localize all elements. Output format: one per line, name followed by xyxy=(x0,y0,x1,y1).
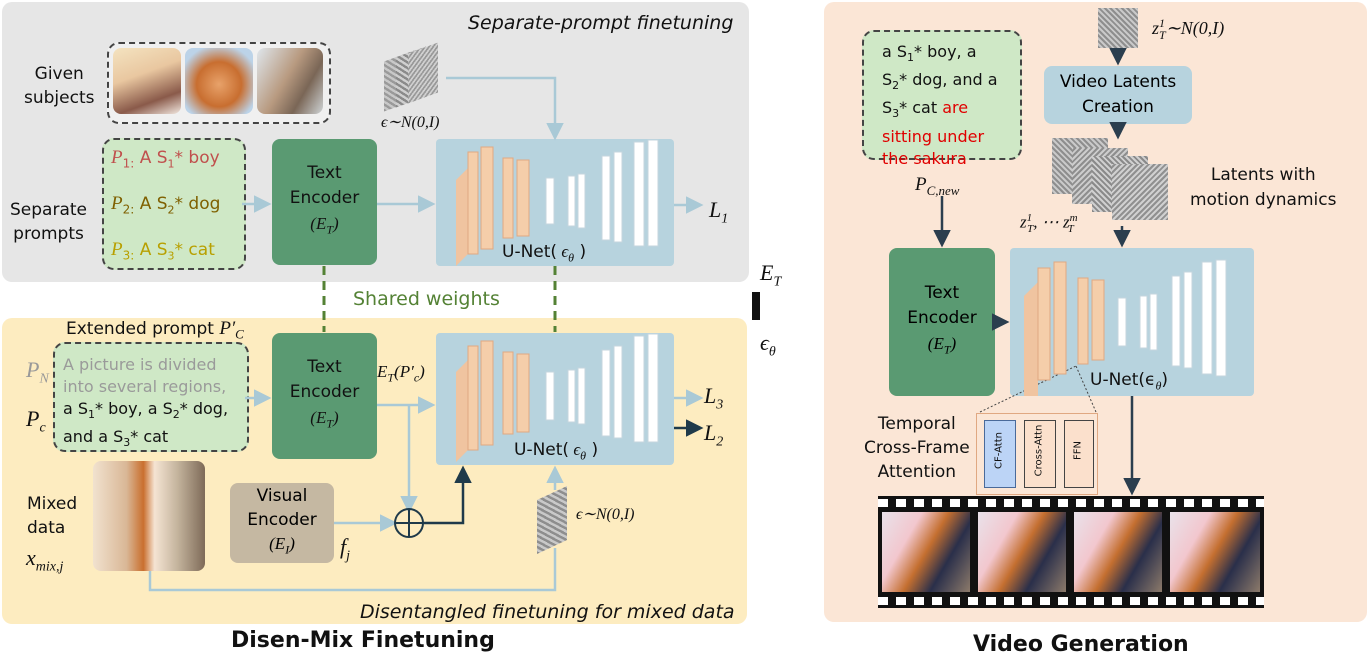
ffn-block xyxy=(1064,420,1094,488)
extended-prompt-box xyxy=(53,342,249,452)
video-film-strip xyxy=(878,496,1264,608)
loss-3: L3 xyxy=(704,383,724,413)
given-subjects-label: Given subjects xyxy=(24,64,95,108)
extended-prompt-label: Extended prompt P′C xyxy=(66,318,244,342)
unet-top-label: U-Net( ϵθ ) xyxy=(502,242,587,265)
mixed-data-image xyxy=(93,461,205,571)
video-frame xyxy=(1170,512,1260,592)
pn-label: PN xyxy=(26,357,49,387)
pc-label: Pc xyxy=(26,406,46,436)
separate-prompts-box xyxy=(102,138,246,270)
transfer-arrow-icon xyxy=(752,292,760,320)
dog-image xyxy=(185,48,253,114)
text-encoder-bottom: Text Encoder (ET) xyxy=(272,333,377,459)
unet-video-layers xyxy=(1024,259,1227,396)
video-prompt-box xyxy=(862,30,1022,160)
right-title: Video Generation xyxy=(973,632,1189,657)
cf-attn-label: CF-Attn xyxy=(993,432,1005,469)
pc-new-label: PC,new xyxy=(915,174,960,198)
unet-video-label: U-Net(ϵθ) xyxy=(1090,370,1169,393)
latents-caption: Latents with motion dynamics xyxy=(1190,165,1337,210)
transfer-eps-label: ϵθ xyxy=(760,330,776,360)
fj-label: fj xyxy=(340,534,351,564)
x-mix-label: xmix,j xyxy=(26,545,64,575)
ffn-label: FFN xyxy=(1072,441,1084,460)
right-diagram-lines xyxy=(933,48,1227,496)
separate-prompt-caption: Separate-prompt finetuning xyxy=(468,12,734,34)
cat-image xyxy=(257,48,323,114)
cross-attn-block xyxy=(1024,420,1056,488)
video-frame xyxy=(978,512,1066,592)
cf-attn-block xyxy=(984,420,1016,488)
text-encoder-top: Text Encoder (ET) xyxy=(272,139,377,265)
boy-image xyxy=(113,48,181,114)
video-frame xyxy=(1074,512,1162,592)
temporal-attention-label: Temporal Cross-Frame Attention xyxy=(864,414,970,482)
visual-encoder: Visual Encoder (EI) xyxy=(230,483,334,563)
extended-prompt-text: A picture is divided into several region… xyxy=(63,355,229,450)
unet-video xyxy=(1010,248,1254,396)
latents-stack-icon xyxy=(1052,138,1176,224)
left-title: Disen-Mix Finetuning xyxy=(231,628,495,653)
noise-latent-icon xyxy=(1098,8,1138,48)
video-frame xyxy=(882,512,970,592)
et-output-label: ET(P′c) xyxy=(377,362,425,385)
separate-prompts-label: Separate prompts xyxy=(10,200,87,244)
mixed-data-label: Mixed data xyxy=(27,494,78,538)
video-prompt-text: a S1* boy, a S2* dog, and a S3* cat are … xyxy=(882,42,998,168)
z-sequence-label: z1T, ⋯ zmT xyxy=(1020,212,1078,236)
unet-top-layers xyxy=(456,139,659,266)
cross-attn-label: Cross-Attn xyxy=(1033,424,1045,477)
loss-1: L1 xyxy=(709,197,729,227)
unet-bottom-layers xyxy=(456,333,659,462)
transfer-et-label: ET xyxy=(760,260,782,290)
left-diagram-lines xyxy=(148,76,760,592)
noise-label-top: ϵ∼N(0,I) xyxy=(381,114,440,131)
prompt-p2: P2: A S2* dog xyxy=(111,193,221,217)
prompt-p3: P3: A S3* cat xyxy=(111,239,215,263)
loss-2: L2 xyxy=(704,420,724,450)
video-latents-creation-box: Video Latents Creation xyxy=(1044,66,1192,124)
disentangled-caption: Disentangled finetuning for mixed data xyxy=(360,601,735,623)
noise-label-bottom: ϵ∼N(0,I) xyxy=(576,506,635,523)
video-noise-label: z1T∼N(0,I) xyxy=(1152,16,1225,42)
prompt-p1: P1: A S1* boy xyxy=(111,147,220,171)
unet-bottom-label: U-Net( ϵθ ) xyxy=(514,440,599,463)
text-encoder-video: Text Encoder (ET) xyxy=(889,248,995,396)
shared-weights-label: Shared weights xyxy=(353,288,500,310)
